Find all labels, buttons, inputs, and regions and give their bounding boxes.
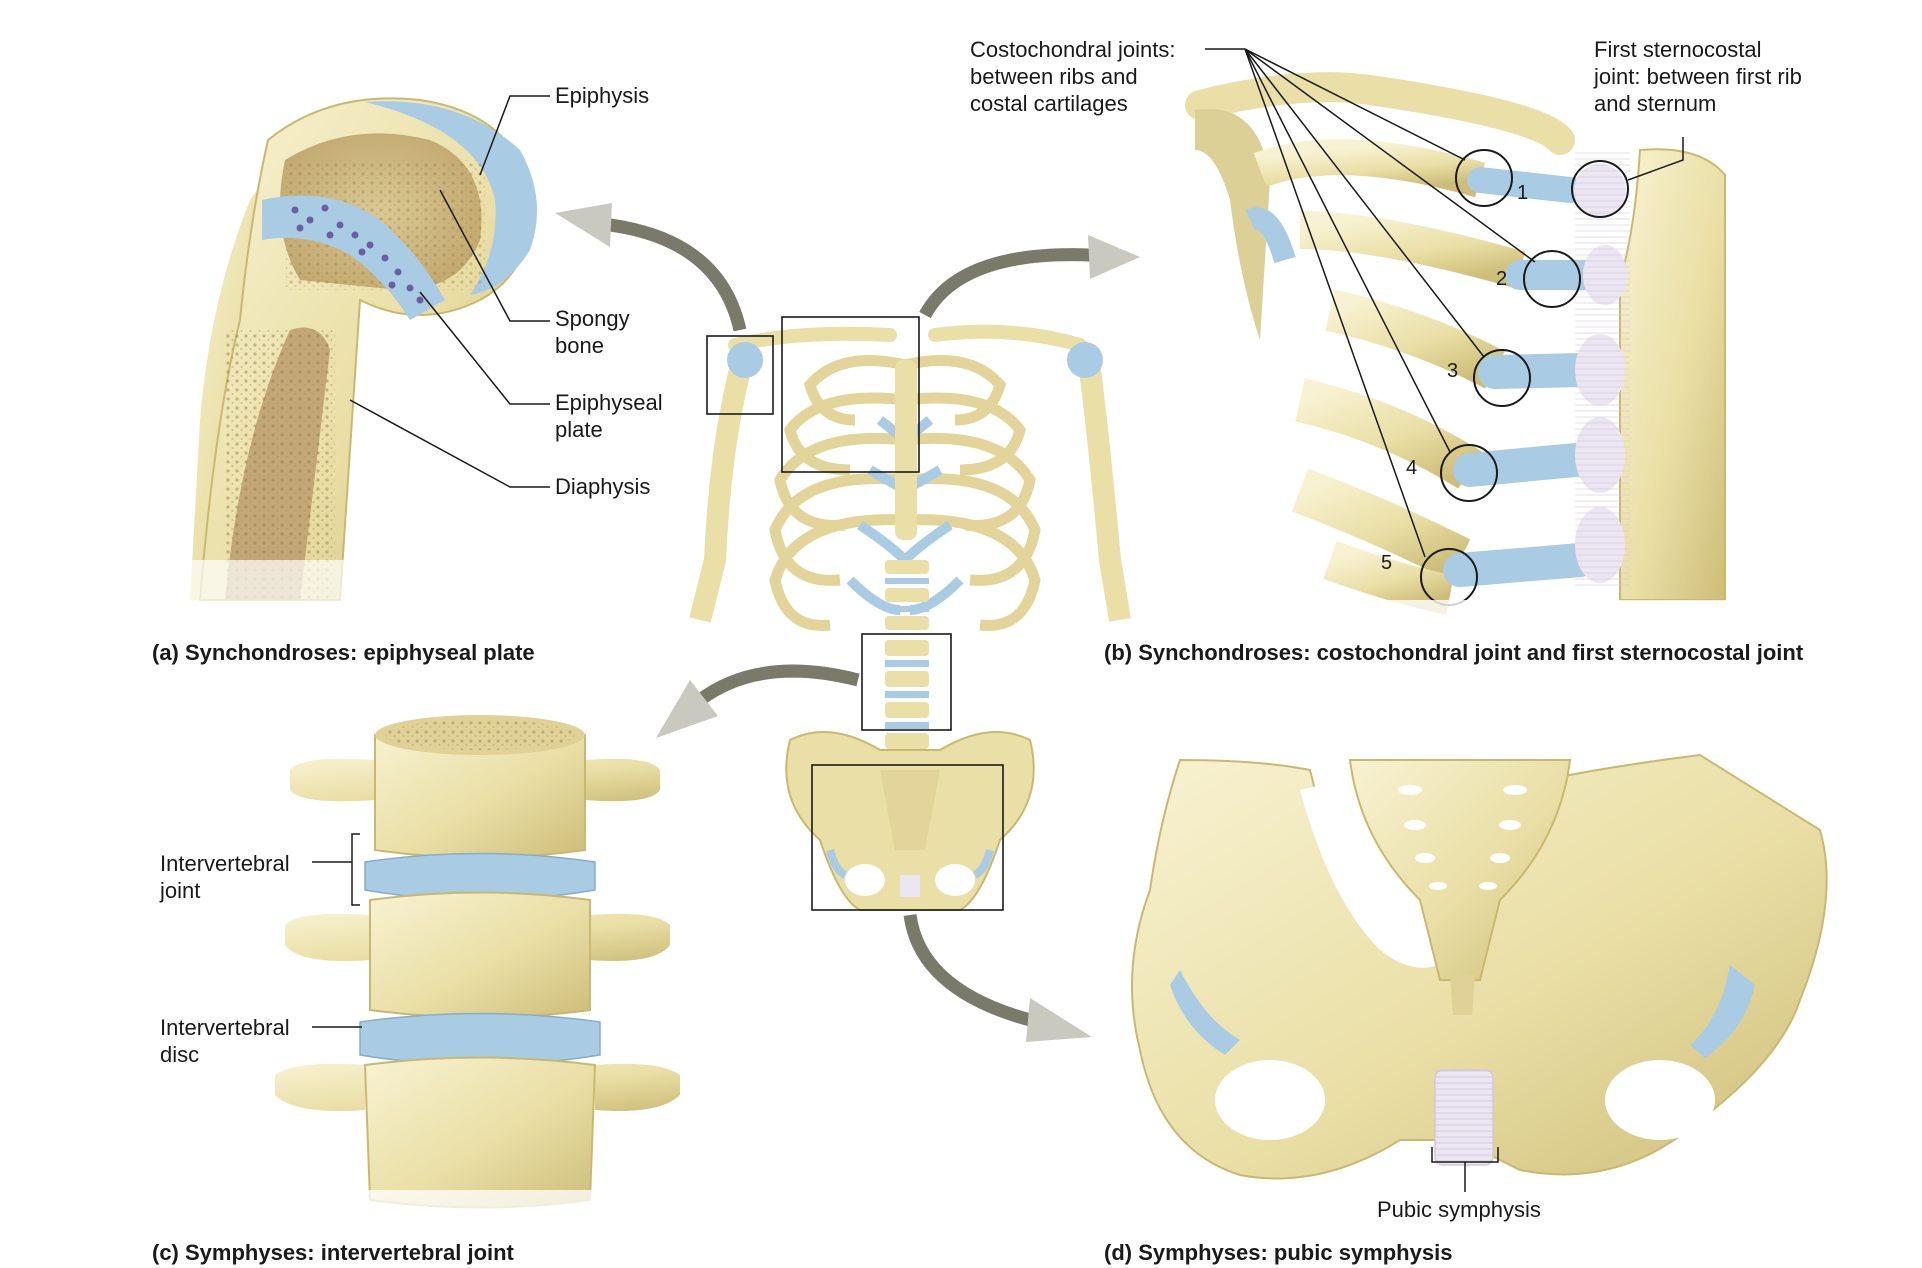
arrow-to-panel-b	[919, 248, 1091, 319]
plate-chondrocytes	[291, 204, 424, 304]
panel-c-illustration	[260, 715, 700, 1220]
middle-transverse-processes	[285, 913, 670, 961]
spine	[885, 560, 929, 749]
connecting-arrows	[555, 203, 1140, 1042]
acetabulum-left	[1170, 970, 1240, 1055]
coccyx-d	[1450, 975, 1475, 1015]
obturator-foramen-left	[1215, 1060, 1325, 1140]
caption-panel-a: (a) Synchondroses: epiphyseal plate	[152, 640, 535, 665]
panel-a-leader-lines	[349, 95, 550, 488]
center-skeleton	[689, 324, 1131, 911]
box-shoulder	[706, 335, 774, 415]
rib-number-3: 3	[1447, 360, 1459, 382]
sacral-foramina	[1398, 785, 1527, 890]
lower-transverse-processes	[275, 1063, 680, 1111]
rib-number-5: 5	[1381, 552, 1393, 574]
lower-vertebral-body	[363, 1056, 597, 1209]
ribs-b	[1253, 139, 1526, 615]
label-costochondral-joints: Costochondral joints: between ribs and c…	[970, 37, 1176, 116]
label-intervertebral-joint: Intervertebral joint	[160, 851, 290, 903]
sacrum-d	[1348, 759, 1572, 981]
arrow-to-panel-a	[609, 218, 747, 332]
right-humerus	[1079, 368, 1131, 622]
acetabulum-right	[1690, 965, 1755, 1058]
panel-d-leader-lines	[1431, 1147, 1499, 1192]
left-clavicle	[728, 326, 897, 352]
sacrum	[880, 770, 940, 850]
box-pelvis	[811, 764, 1004, 911]
box-spine	[861, 633, 952, 731]
sternum-b	[1619, 148, 1726, 601]
epiphysis-cartilage	[365, 101, 538, 295]
sternocostal-ligaments-b	[1574, 150, 1630, 590]
sternum	[895, 360, 917, 540]
rib-number-2: 2	[1496, 268, 1508, 290]
costal-cartilages-b	[1443, 167, 1605, 587]
caption-panel-c: (c) Symphyses: intervertebral joint	[152, 1240, 514, 1265]
label-epiphysis: Epiphysis	[555, 83, 650, 108]
right-clavicle	[928, 324, 1087, 352]
arrow-to-panel-c	[696, 664, 860, 706]
panel-a-illustration	[150, 97, 550, 610]
panel-b-leader-lines	[1205, 48, 1684, 558]
label-spongy-bone: Spongy bone	[555, 306, 630, 358]
middle-vertebral-body	[369, 891, 591, 1019]
locator-boxes	[706, 316, 1004, 911]
caption-panel-b: (b) Synchondroses: costochondral joint a…	[1104, 640, 1804, 665]
label-diaphysis: Diaphysis	[555, 474, 651, 499]
label-first-sternocostal-joint: First sternocostal joint: between first …	[1594, 37, 1802, 116]
scapula-b	[1195, 108, 1270, 340]
label-pubic-symphysis: Pubic symphysis	[1377, 1197, 1541, 1222]
rib-cage	[769, 355, 1041, 631]
epiphyseal-plate	[262, 195, 445, 320]
panel-c-leader-lines	[312, 833, 362, 1028]
joint-circles-b	[1420, 149, 1629, 606]
box-sternum	[781, 316, 920, 473]
panel-b-illustration	[1180, 48, 1780, 630]
rib-number-1: 1	[1517, 182, 1529, 204]
left-humerus	[689, 367, 751, 623]
label-intervertebral-disc: Intervertebral disc	[160, 1015, 290, 1067]
rib-number-4: 4	[1406, 457, 1418, 479]
caption-panel-d: (d) Symphyses: pubic symphysis	[1104, 1240, 1453, 1265]
panel-d-illustration	[1131, 753, 1828, 1180]
label-epiphyseal-plate: Epiphyseal plate	[555, 390, 663, 442]
arrow-to-panel-d	[903, 913, 1032, 1027]
obturator-foramen-right	[1605, 1060, 1715, 1140]
